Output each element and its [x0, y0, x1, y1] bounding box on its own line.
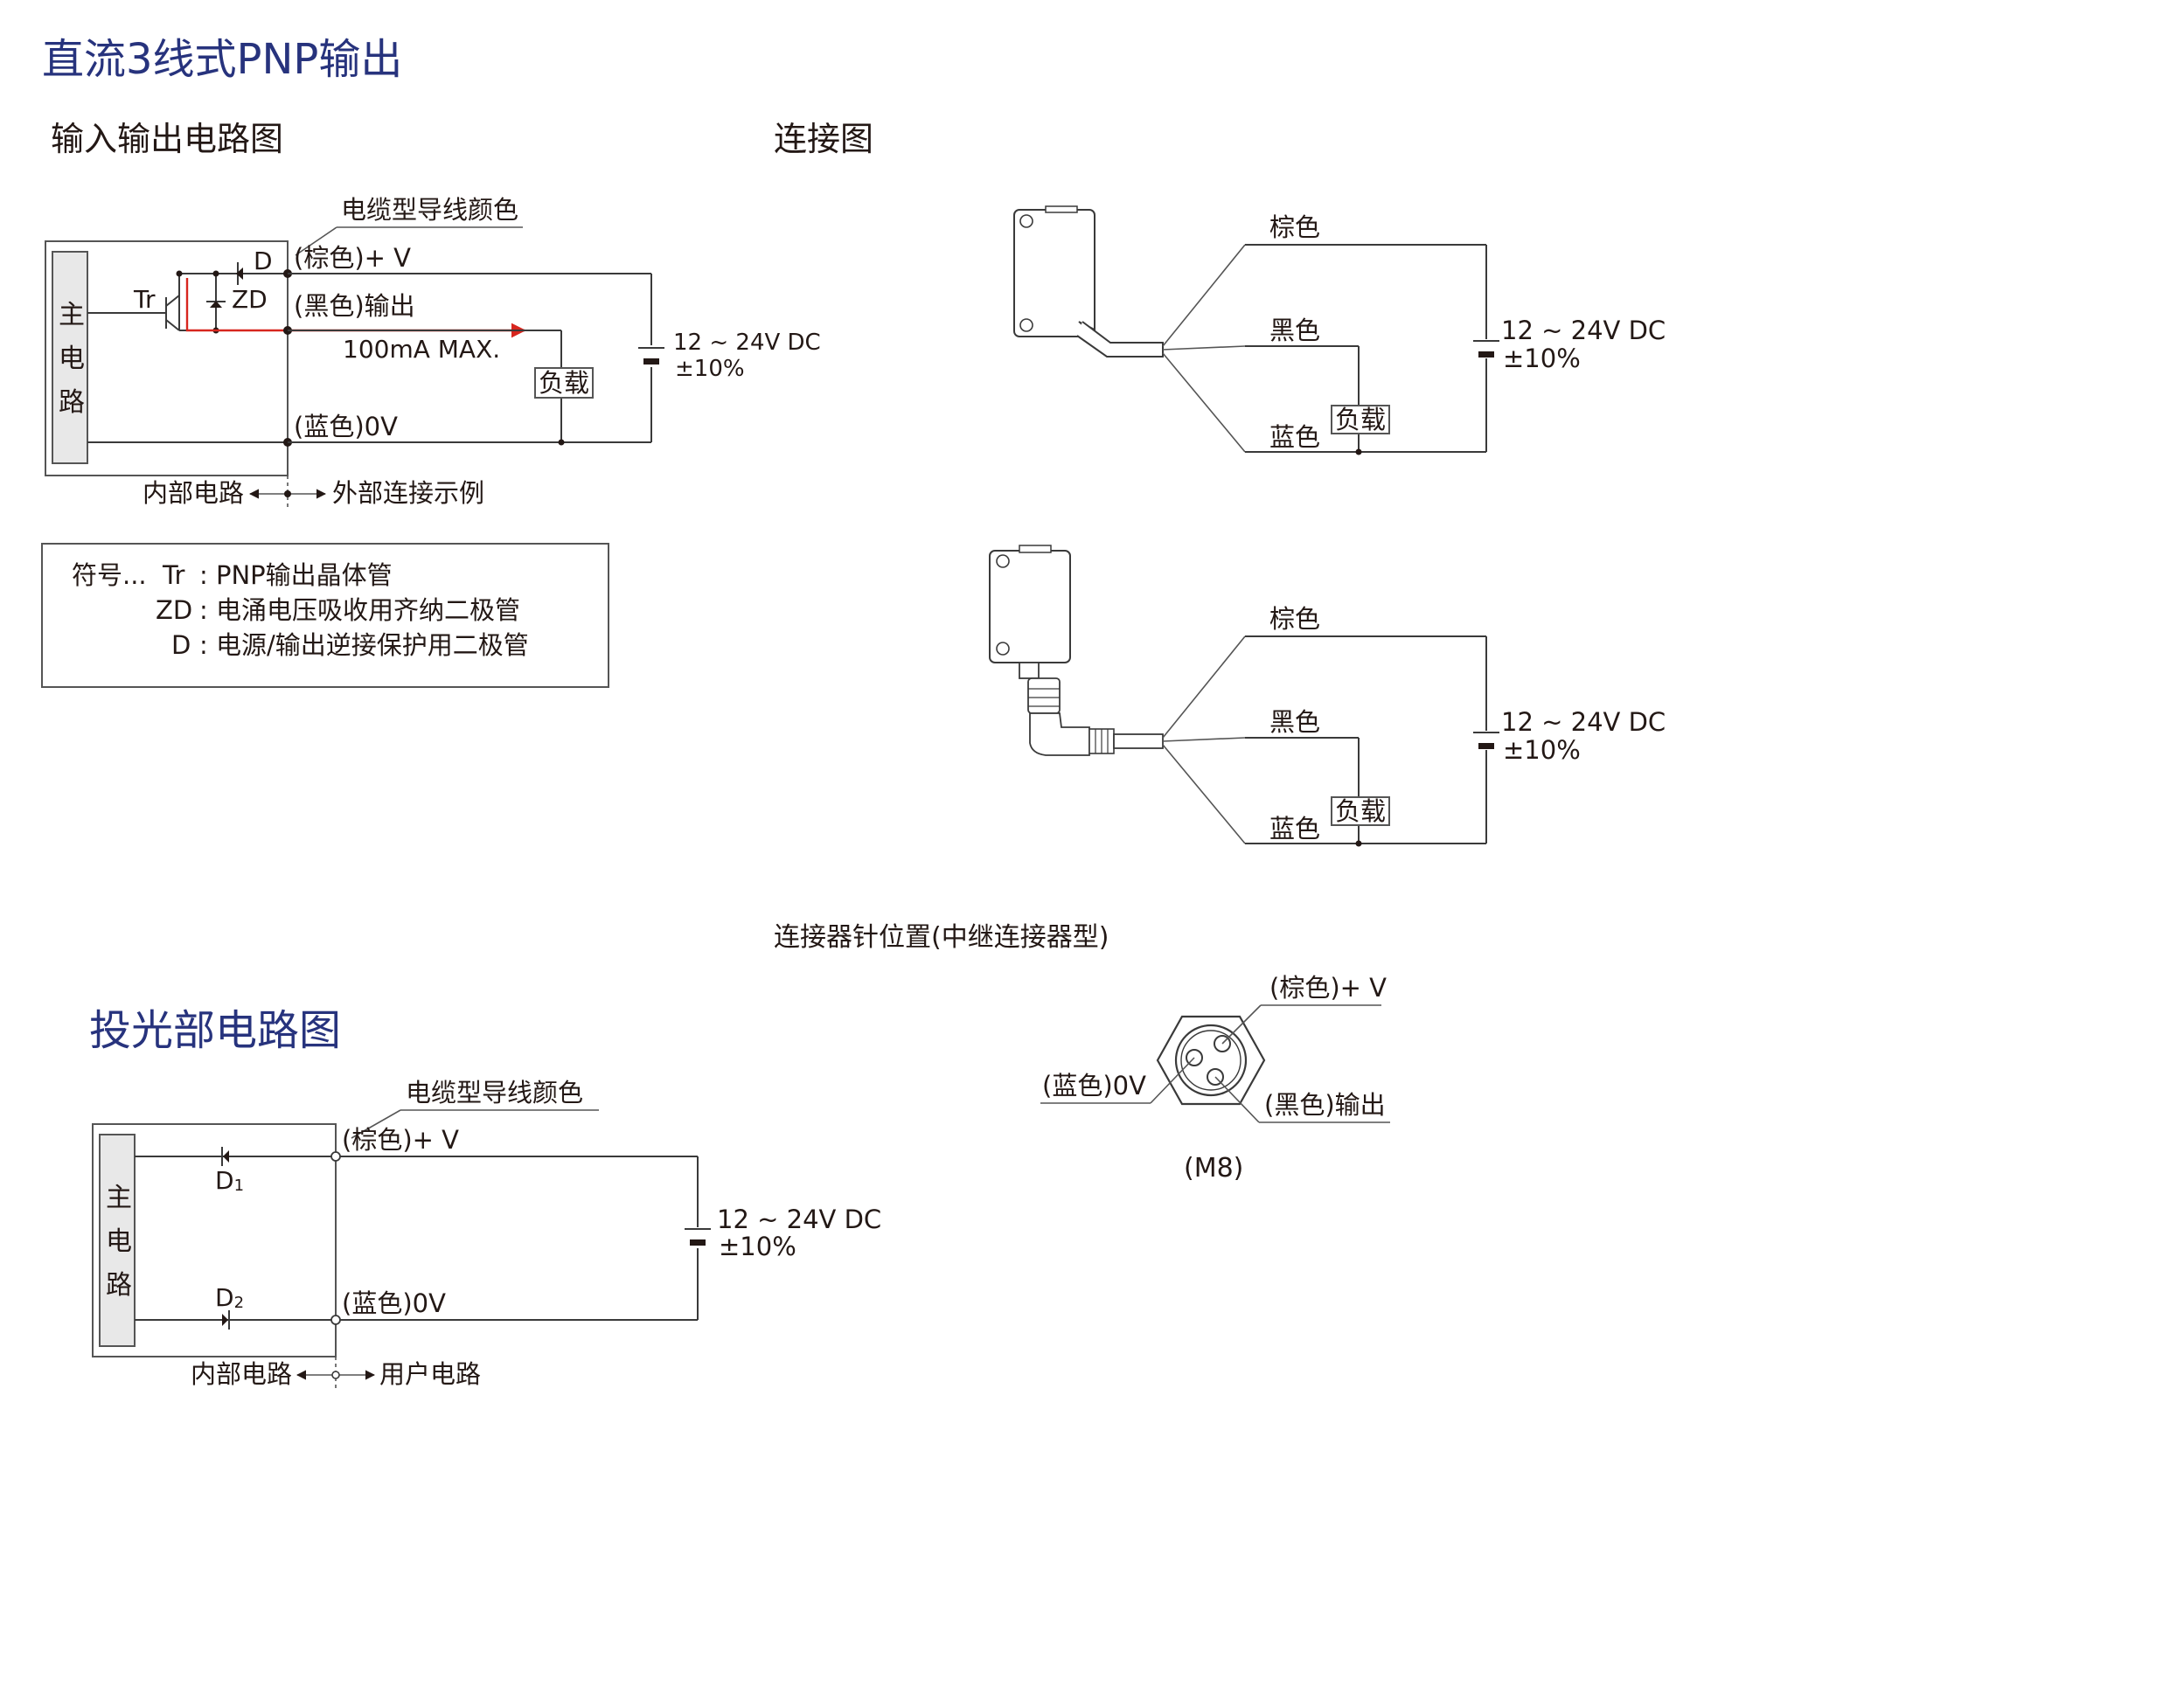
emitter-circuit-diagram: 电缆型导线颜色 主 电 路 D1 D2 12 ~ 24V DC — [92, 1078, 881, 1389]
io-battery-symbol — [638, 347, 664, 365]
pin-black-output-label: (黑色)输出 — [1264, 1090, 1386, 1120]
io-cable-color-label: 电缆型导线颜色 — [341, 195, 518, 225]
emitter-circuit-title: 投光部电路图 — [89, 1006, 341, 1055]
page-title: 直流3线式PNP输出 — [42, 35, 402, 84]
connection-diagram-cable: 负载 棕色 黑色 蓝色 12 ~ 24V DC ±10% — [1013, 205, 1666, 455]
emitter-external-label: 用户电路 — [379, 1359, 481, 1389]
cable-supply-label: 12 ~ 24V DC — [1501, 316, 1666, 345]
emitter-main-circuit-char-1: 主 — [106, 1183, 132, 1213]
connector-pin-layout: (棕色)+ V (蓝色)0V (黑色)输出 (M8) — [1040, 973, 1390, 1184]
io-brown-v-label: (棕色)+ V — [294, 243, 411, 273]
cable-load-box — [1331, 405, 1390, 434]
io-internal-frame — [45, 240, 289, 476]
connector-blue-label: 蓝色 — [1269, 814, 1320, 844]
connection-title: 连接图 — [774, 120, 873, 158]
emitter-battery-symbol — [685, 1228, 711, 1246]
legend-desc-d: : 电源/输出逆接保护用二极管 — [199, 630, 529, 660]
emitter-d2-label: D2 — [215, 1283, 244, 1312]
io-zd-label: ZD — [232, 285, 268, 314]
legend-desc-tr: : PNP输出晶体管 — [199, 560, 393, 590]
emitter-main-circuit-char-2: 电 — [106, 1226, 132, 1257]
emitter-tolerance-label: ±10% — [719, 1232, 796, 1261]
legend-frame — [41, 543, 609, 688]
io-zener-symbol — [206, 301, 226, 308]
emitter-brown-v-label: (棕色)+ V — [342, 1125, 459, 1155]
emitter-blue-0v-label: (蓝色)0V — [342, 1288, 446, 1318]
io-circuit-diagram: 电缆型导线颜色 主 电 路 Tr D — [45, 195, 821, 508]
io-blue-0v-label: (蓝色)0V — [294, 412, 398, 441]
cable-brown-label: 棕色 — [1269, 212, 1320, 242]
io-diode-d-symbol — [236, 262, 243, 285]
emitter-d1-label: D1 — [215, 1166, 244, 1195]
pin-blue-0v-label: (蓝色)0V — [1042, 1071, 1146, 1100]
emitter-supply-label: 12 ~ 24V DC — [717, 1205, 881, 1234]
connector-supply-label: 12 ~ 24V DC — [1501, 707, 1666, 737]
io-main-circuit-char-2: 电 — [59, 344, 85, 374]
connector-size-label: (M8) — [1184, 1153, 1243, 1184]
io-main-circuit-char-1: 主 — [59, 300, 85, 330]
connector-pins-title: 连接器针位置(中继连接器型) — [774, 922, 1109, 953]
emitter-main-circuit-block — [99, 1134, 136, 1347]
emitter-main-circuit-char-3: 路 — [106, 1270, 132, 1301]
pin-brown-v-label: (棕色)+ V — [1269, 973, 1387, 1003]
legend-desc-zd: : 电涌电压吸收用齐纳二极管 — [199, 595, 520, 625]
cable-black-label: 黑色 — [1269, 316, 1320, 345]
io-external-label: 外部连接示例 — [332, 478, 484, 508]
emitter-internal-label: 内部电路 — [191, 1359, 292, 1389]
io-main-circuit-char-3: 路 — [59, 387, 85, 418]
connector-battery-symbol — [1473, 732, 1499, 749]
io-current-label: 100mA MAX. — [343, 335, 500, 364]
emitter-diode-d1 — [221, 1147, 229, 1166]
emitter-internal-frame — [92, 1123, 337, 1357]
cable-tolerance-label: ±10% — [1503, 344, 1581, 373]
io-load-box — [534, 367, 594, 399]
connector-brown-label: 棕色 — [1269, 604, 1320, 634]
legend-key-tr: Tr — [162, 560, 184, 590]
emitter-diode-d2 — [222, 1310, 230, 1330]
io-transistor-symbol — [160, 295, 180, 331]
io-supply-label: 12 ~ 24V DC — [673, 330, 821, 356]
io-tolerance-label: ±10% — [675, 356, 745, 382]
cable-battery-symbol — [1473, 340, 1499, 358]
connector-tolerance-label: ±10% — [1503, 735, 1581, 765]
connector-load-label: 负载 — [1335, 796, 1386, 826]
legend-key-d: D — [171, 630, 191, 660]
io-circuit-title: 输入输出电路图 — [51, 120, 283, 158]
connector-load-box — [1331, 796, 1390, 826]
emitter-cable-color-label: 电缆型导线颜色 — [406, 1078, 583, 1107]
connector-sensor-illustration — [989, 545, 1164, 756]
connection-diagram-connector: 负载 棕色 黑色 蓝色 12 ~ 24V DC ±10% — [989, 545, 1666, 847]
legend-prefix: 符号... — [72, 560, 147, 590]
connector-black-label: 黑色 — [1269, 707, 1320, 737]
cable-blue-label: 蓝色 — [1269, 422, 1320, 452]
cable-load-label: 负载 — [1335, 405, 1386, 434]
io-d-label: D — [254, 246, 273, 275]
legend-key-zd: ZD — [156, 595, 192, 625]
io-internal-label: 内部电路 — [143, 478, 244, 508]
io-main-circuit-block — [52, 251, 88, 464]
io-tr-label: Tr — [133, 285, 156, 314]
cable-sensor-illustration — [1013, 205, 1164, 358]
symbol-legend: 符号... Tr : PNP输出晶体管 ZD : 电涌电压吸收用齐纳二极管 D … — [41, 543, 609, 688]
io-load-label: 负载 — [539, 368, 589, 398]
io-black-output-label: (黑色)输出 — [294, 291, 415, 321]
